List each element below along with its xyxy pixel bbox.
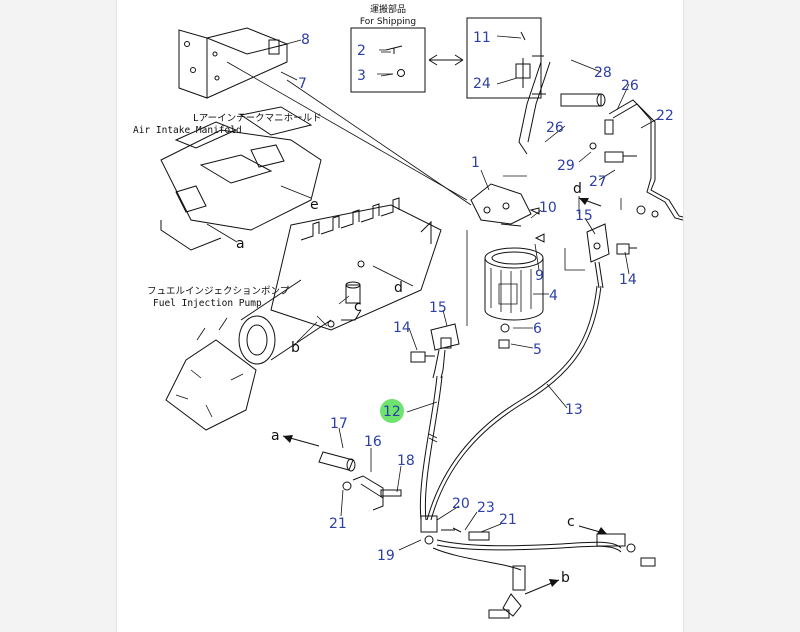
letter-label-a-bottom: a	[271, 428, 280, 444]
part-label-22[interactable]: 21	[329, 516, 347, 532]
upper-fuel-pipe	[560, 93, 683, 221]
highlight-marker	[380, 399, 404, 423]
part-label-14-right[interactable]: 14	[619, 272, 637, 288]
part-label-2[interactable]: 2	[357, 43, 366, 59]
part-label-21[interactable]: 21	[499, 512, 517, 528]
letter-label-d-right: d	[573, 181, 582, 197]
part-label-23[interactable]: 23	[477, 500, 495, 516]
part-label-26-right[interactable]: 26	[621, 78, 639, 94]
letter-label-b-left: b	[291, 340, 300, 356]
part-label-29[interactable]: 29	[557, 158, 575, 174]
lower-assembly	[318, 451, 656, 619]
mounting-bracket	[178, 27, 289, 99]
letter-label-c-left: c	[354, 299, 362, 315]
double-arrow	[428, 54, 464, 66]
shipping-caption-en: For Shipping	[360, 17, 416, 27]
part-label-12[interactable]: 12	[383, 404, 401, 420]
part-label-15-right[interactable]: 15	[575, 208, 593, 224]
left-clip-and-pipe	[410, 230, 468, 521]
shipped-bracket-box	[466, 17, 551, 155]
part-label-5[interactable]: 5	[533, 342, 542, 358]
part-label-8[interactable]: 8	[301, 32, 310, 48]
letter-label-b-bottom: b	[561, 570, 570, 586]
intake-manifold	[160, 106, 322, 251]
part-label-3[interactable]: 3	[357, 68, 366, 84]
direction-arrows	[282, 197, 608, 595]
letter-label-d-left: d	[394, 280, 403, 296]
leader-lines	[206, 35, 660, 551]
filter-head	[470, 183, 532, 227]
part-label-26-left[interactable]: 26	[546, 120, 564, 136]
part-label-25[interactable]: 24	[473, 76, 491, 92]
engine-block-outline	[165, 317, 257, 431]
part-label-18[interactable]: 18	[397, 453, 415, 469]
letter-label-c-right: c	[567, 514, 575, 530]
manifold-caption-jp: Lアーインテークマニホールド	[193, 113, 322, 124]
part-label-6[interactable]: 6	[533, 321, 542, 337]
letter-labels: a a b b c c d d e	[236, 181, 582, 586]
page-frame: 運搬部品 For Shipping Lアーインテークマニホールド Air Int…	[116, 0, 684, 632]
part-label-15-left[interactable]: 15	[429, 300, 447, 316]
part-label-24[interactable]: 22	[656, 108, 674, 124]
part-label-10[interactable]: 10	[539, 200, 557, 216]
manifold-caption-en: Air Intake Manifold	[133, 125, 242, 136]
part-label-27[interactable]: 27	[589, 174, 607, 190]
fuel-filter-cartridge	[484, 247, 544, 321]
letter-label-a-top: a	[236, 236, 245, 252]
part-number-labels: 8 7 2 3 11 24 28 26 22 26 29 27 1 10 9 4…	[298, 30, 674, 564]
fuel-injection-pump	[238, 197, 442, 365]
pump-caption-jp: フュエルインジェクションポンプ	[147, 286, 290, 297]
parts-diagram: 運搬部品 For Shipping Lアーインテークマニホールド Air Int…	[133, 3, 683, 619]
part-label-13[interactable]: 13	[565, 402, 583, 418]
part-label-17[interactable]: 17	[330, 416, 348, 432]
part-label-7[interactable]: 7	[298, 76, 307, 92]
part-label-20[interactable]: 20	[452, 496, 470, 512]
letter-label-e: e	[310, 197, 319, 213]
right-clip-and-pipe	[426, 196, 637, 521]
part-label-9[interactable]: 9	[535, 268, 544, 284]
part-label-28[interactable]: 28	[594, 65, 612, 81]
part-label-14-left[interactable]: 14	[393, 320, 411, 336]
connector-lines	[226, 61, 527, 206]
part-label-19[interactable]: 19	[377, 548, 395, 564]
part-label-4[interactable]: 4	[549, 288, 558, 304]
part-label-11[interactable]: 11	[473, 30, 491, 46]
shipping-parts-box: 運搬部品 For Shipping	[350, 3, 426, 93]
filter-mount-small-parts	[498, 207, 545, 349]
part-label-1[interactable]: 1	[471, 155, 480, 171]
shipping-caption-jp: 運搬部品	[370, 3, 406, 15]
pump-caption-en: Fuel Injection Pump	[153, 298, 262, 309]
part-label-16[interactable]: 16	[364, 434, 382, 450]
